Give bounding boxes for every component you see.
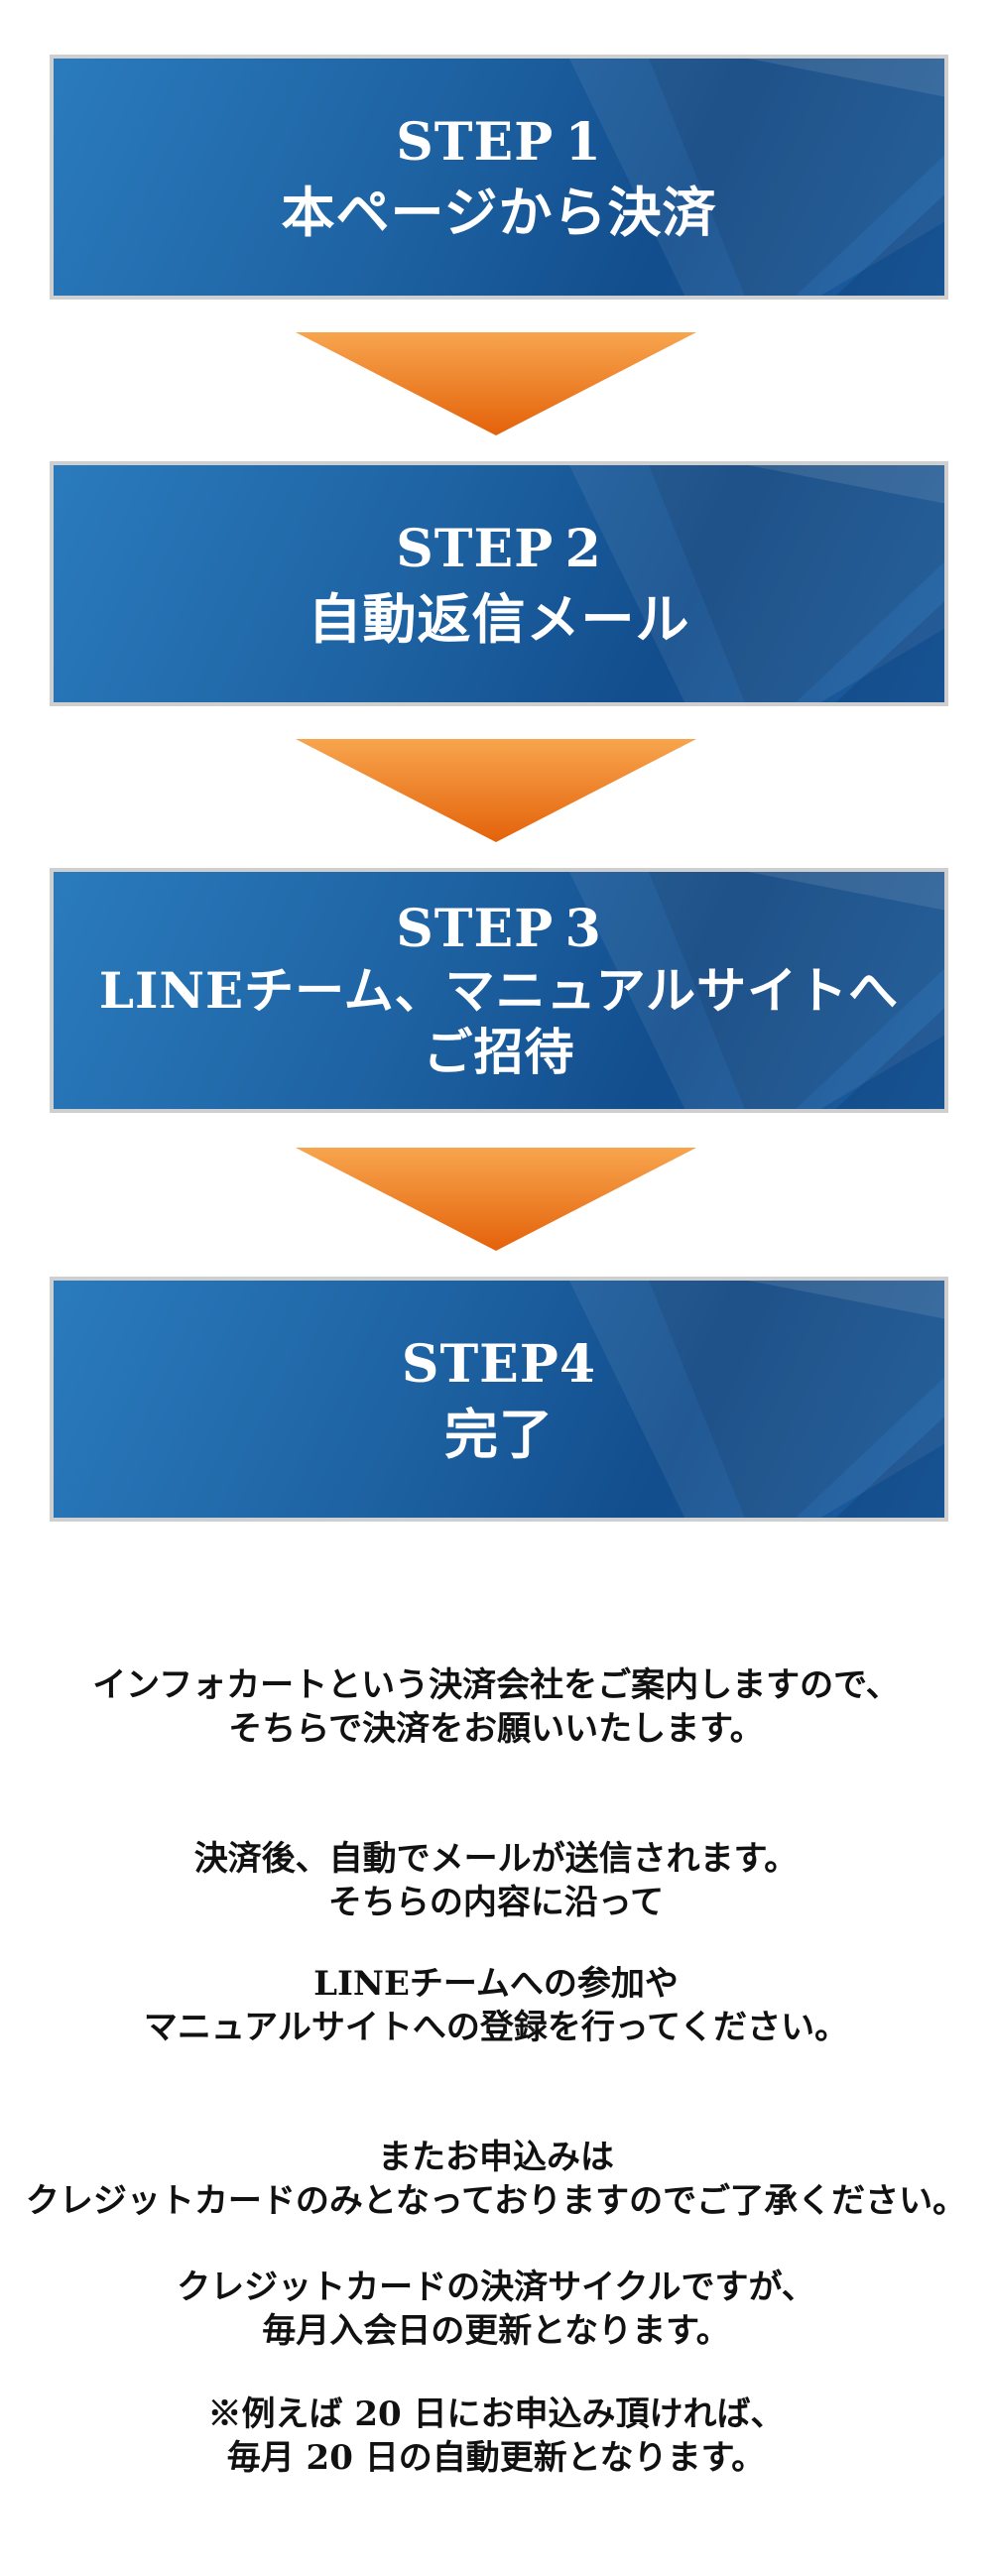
step-1-box: STEP 1 本ページから決済 (50, 55, 948, 300)
info-line: ※例えば 20 日にお申込み頂ければ、 (207, 2394, 785, 2434)
step-title: 自動返信メール (308, 586, 690, 651)
info-line: クレジットカードのみとなっておりますのでご了承ください。 (25, 2181, 967, 2221)
step-title-line-2: ご招待 (423, 1022, 575, 1081)
info-paragraph-6: ※例えば 20 日にお申込み頂ければ、 毎月 20 日の自動更新となります。 (0, 2392, 992, 2480)
info-line: 毎月入会日の更新となります。 (262, 2311, 730, 2351)
info-line: クレジットカードの決済サイクルですが、 (177, 2268, 815, 2307)
step-label: STEP4 (401, 1333, 597, 1395)
info-line: 決済後、自動でメールが送信されます。 (193, 1839, 799, 1879)
info-paragraph-2: 決済後、自動でメールが送信されます。 そちらの内容に沿って (0, 1837, 992, 1924)
down-arrow-icon (296, 332, 696, 435)
info-line: そちらの内容に沿って (327, 1883, 665, 1922)
step-3-box: STEP 3 LINEチーム、マニュアルサイトへ ご招待 (50, 868, 948, 1113)
step-label: STEP 3 (396, 898, 602, 959)
info-paragraph-3: LINEチームへの参加や マニュアルサイトへの登録を行ってください。 (0, 1962, 992, 2049)
info-paragraph-5: クレジットカードの決済サイクルですが、 毎月入会日の更新となります。 (0, 2266, 992, 2353)
info-line: そちらで決済をお願いいたします。 (228, 1709, 764, 1749)
info-line: インフォカートという決済会社をご案内しますので、 (92, 1665, 900, 1705)
info-paragraph-1: インフォカートという決済会社をご案内しますので、 そちらで決済をお願いいたします… (0, 1663, 992, 1751)
info-paragraph-4: またお申込みは クレジットカードのみとなっておりますのでご了承ください。 (0, 2136, 992, 2223)
down-arrow-icon (296, 1148, 696, 1251)
step-title: 本ページから決済 (281, 180, 717, 244)
info-line: LINEチームへの参加や (313, 1964, 679, 2004)
info-line: マニュアルサイトへの登録を行ってください。 (143, 2008, 849, 2047)
step-label: STEP 2 (396, 518, 602, 579)
step-4-box: STEP4 完了 (50, 1277, 948, 1522)
step-title: 完了 (444, 1402, 554, 1466)
step-label: STEP 1 (396, 111, 602, 173)
step-2-box: STEP 2 自動返信メール (50, 461, 948, 706)
step-title: LINEチーム、マニュアルサイトへ (98, 960, 900, 1020)
info-line: 毎月 20 日の自動更新となります。 (226, 2438, 766, 2478)
down-arrow-icon (296, 739, 696, 842)
info-line: またお申込みは (378, 2138, 614, 2177)
